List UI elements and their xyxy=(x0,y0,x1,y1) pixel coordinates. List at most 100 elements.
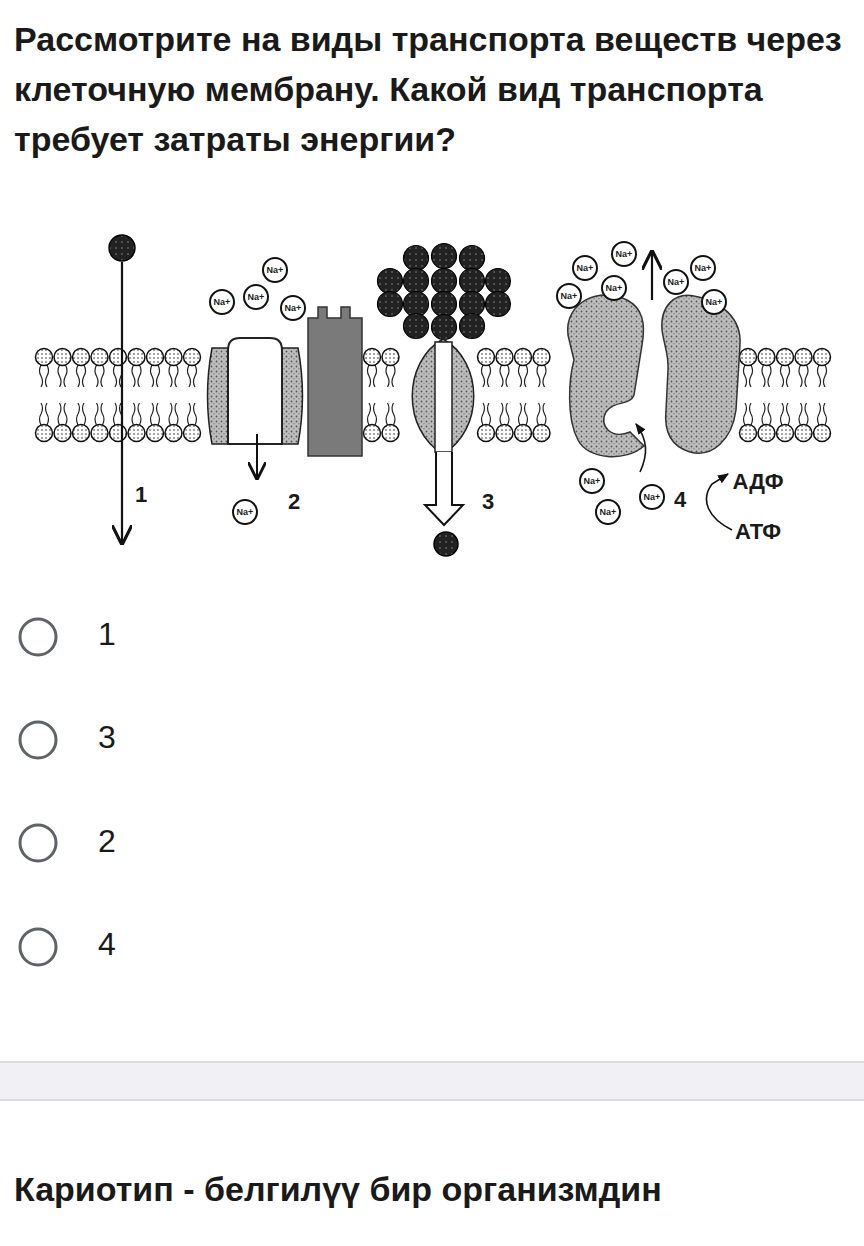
answer-option: 3 xyxy=(98,719,116,756)
callout-number: 2 xyxy=(288,489,300,515)
ion-label: Na+ xyxy=(695,264,712,273)
next-question: Кариотип - белгилүү бир организмдин xyxy=(14,1170,662,1209)
ion-label: Na+ xyxy=(267,266,284,275)
lipid-head xyxy=(147,425,164,442)
ion-label: Na+ xyxy=(616,250,633,259)
lipid-tail xyxy=(101,403,104,425)
lipid-tail xyxy=(46,365,49,387)
molecule xyxy=(460,292,485,317)
molecule-label: АДФ xyxy=(733,469,784,495)
drawing-part xyxy=(109,235,135,261)
ion-label: Na+ xyxy=(214,298,231,307)
lipid-tail xyxy=(157,365,160,387)
sodium-ion: Na+ xyxy=(579,468,605,494)
lipid-tail xyxy=(169,403,172,425)
lipid-tail xyxy=(386,403,389,425)
drawing-part xyxy=(0,1061,864,1063)
drawing-part xyxy=(256,434,258,478)
lipid-tail xyxy=(188,403,191,425)
lipid-tail xyxy=(818,365,821,387)
drawing-part xyxy=(20,929,56,965)
sodium-ion: Na+ xyxy=(595,499,621,525)
drawing-part xyxy=(20,825,56,861)
lipid-tail xyxy=(537,403,540,425)
drawing-part xyxy=(568,295,644,457)
molecule xyxy=(460,314,485,339)
lipid-tail xyxy=(525,365,528,387)
lipid-tail xyxy=(488,365,491,387)
carrier-channel xyxy=(412,339,474,556)
lipid-tail xyxy=(374,403,377,425)
drawing-part xyxy=(651,252,653,300)
lipid-tail xyxy=(537,365,540,387)
sodium-ion: Na+ xyxy=(663,269,689,295)
lipid-tail xyxy=(824,365,827,387)
lipid-tail xyxy=(132,365,135,387)
lipid-head xyxy=(54,425,71,442)
lipid-head xyxy=(91,425,108,442)
molecule xyxy=(378,269,403,294)
sodium-ion: Na+ xyxy=(209,289,235,315)
lipid-tail xyxy=(114,403,117,425)
lipid-tail xyxy=(374,365,377,387)
lipid-tail xyxy=(83,365,86,387)
lipid-head xyxy=(36,349,53,366)
molecule xyxy=(460,246,485,271)
lipid-head xyxy=(184,349,201,366)
sodium-ion: Na+ xyxy=(639,484,665,510)
lipid-head xyxy=(740,425,757,442)
lipid-tail xyxy=(805,403,808,425)
lipid-tail xyxy=(744,365,747,387)
molecule xyxy=(378,292,403,317)
lipid-tail xyxy=(787,403,790,425)
lipid-tail xyxy=(64,403,67,425)
lipid-head xyxy=(382,349,399,366)
molecule xyxy=(486,269,511,294)
lipid-tail xyxy=(392,365,395,387)
ion-label: Na+ xyxy=(237,508,254,517)
lipid-tail xyxy=(482,403,485,425)
lipid-tail xyxy=(506,403,509,425)
lipid-tail xyxy=(500,365,503,387)
sodium-ion: Na+ xyxy=(262,257,288,283)
ion-label: Na+ xyxy=(584,477,601,486)
lipid-head xyxy=(515,425,532,442)
drawing-part xyxy=(0,1099,864,1101)
lipid-tail xyxy=(519,403,522,425)
lipid-tail xyxy=(95,403,98,425)
separator-band xyxy=(0,1062,864,1100)
drawing-part xyxy=(121,262,123,543)
lipid-head xyxy=(814,349,831,366)
lipid-tail xyxy=(543,403,546,425)
lipid-tail xyxy=(175,365,178,387)
lipid-tail xyxy=(787,365,790,387)
lipid-tail xyxy=(46,403,49,425)
lipid-head xyxy=(110,349,127,366)
lipid-head xyxy=(795,425,812,442)
lipid-head xyxy=(814,425,831,442)
answer-option: 2 xyxy=(98,823,116,860)
lipid-head xyxy=(382,425,399,442)
lipid-head xyxy=(478,349,495,366)
answer-option: 1 xyxy=(98,616,116,653)
lipid-head xyxy=(128,349,145,366)
lipid-tail xyxy=(368,403,371,425)
lipid-head xyxy=(515,349,532,366)
lipid-tail xyxy=(169,365,172,387)
sodium-ion: Na+ xyxy=(280,295,306,321)
lipid-tail xyxy=(488,403,491,425)
lipid-tail xyxy=(95,365,98,387)
lipid-tail xyxy=(58,365,61,387)
drawing-part xyxy=(636,424,646,472)
lipid-tail xyxy=(151,365,154,387)
drawing-part xyxy=(425,452,463,525)
lipid-tail xyxy=(194,365,197,387)
lipid-tail xyxy=(525,403,528,425)
ion-label: Na+ xyxy=(577,264,594,273)
sodium-ion: Na+ xyxy=(701,289,727,315)
drawing-part xyxy=(20,722,56,758)
drawing-part xyxy=(435,342,452,452)
lipid-head xyxy=(128,425,145,442)
